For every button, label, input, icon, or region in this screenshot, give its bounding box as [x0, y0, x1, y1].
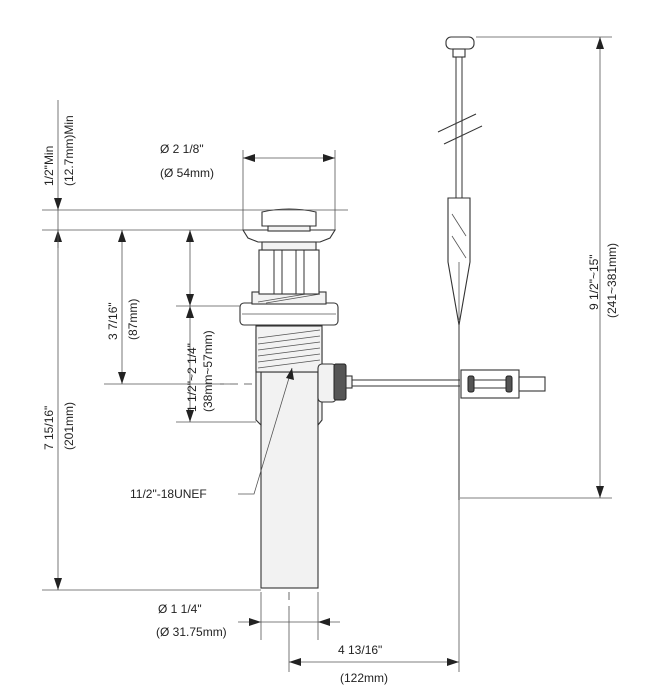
rod-offset-imperial: 4 13/16" — [338, 643, 382, 657]
lift-rod-strap — [447, 197, 471, 326]
flange — [242, 229, 336, 243]
outlet-nut — [333, 363, 347, 401]
min-gap-metric: (12.7mm)Min — [62, 115, 76, 186]
flange-diameter-imperial: Ø 2 1/8" — [160, 142, 204, 156]
total-height-imperial: 7 15/16" — [42, 406, 56, 450]
thread-spec-label: 11/2"-18UNEF — [130, 487, 207, 501]
lift-rod-knob — [445, 36, 475, 50]
dimension-labels: 1/2"Min (12.7mm)Min Ø 2 1/8" (Ø 54mm) 3 … — [42, 115, 619, 685]
body-height-metric: (87mm) — [126, 299, 140, 340]
tailpiece-diameter-imperial: Ø 1 1/4" — [158, 602, 202, 616]
tailpiece-diameter-metric: (Ø 31.75mm) — [156, 625, 227, 639]
thread-range-metric: (38mm~57mm) — [201, 330, 215, 412]
stopper-cap — [261, 208, 317, 227]
lift-rod-length-metric: (241~381mm) — [605, 243, 619, 318]
center-lines — [220, 383, 290, 610]
thread-lines — [257, 329, 321, 369]
stopper-cage — [258, 249, 320, 295]
tailpiece — [260, 371, 319, 589]
drain-assembly — [239, 208, 546, 589]
min-gap-imperial: 1/2"Min — [42, 146, 56, 186]
total-height-metric: (201mm) — [62, 402, 76, 450]
thread-range-imperial: 1 1/2"~2 1/4" — [185, 343, 199, 412]
rod-offset-metric: (122mm) — [340, 671, 388, 685]
body-height-imperial: 3 7/16" — [106, 302, 120, 340]
extension-lines — [42, 36, 612, 672]
side-outlet — [317, 363, 337, 403]
dimension-lines — [54, 37, 604, 666]
break-marks — [437, 113, 483, 145]
lift-rod-assembly — [437, 36, 483, 500]
flange-diameter-metric: (Ø 54mm) — [160, 166, 214, 180]
lift-rod-length-imperial: 9 1/2"~15" — [587, 254, 601, 310]
